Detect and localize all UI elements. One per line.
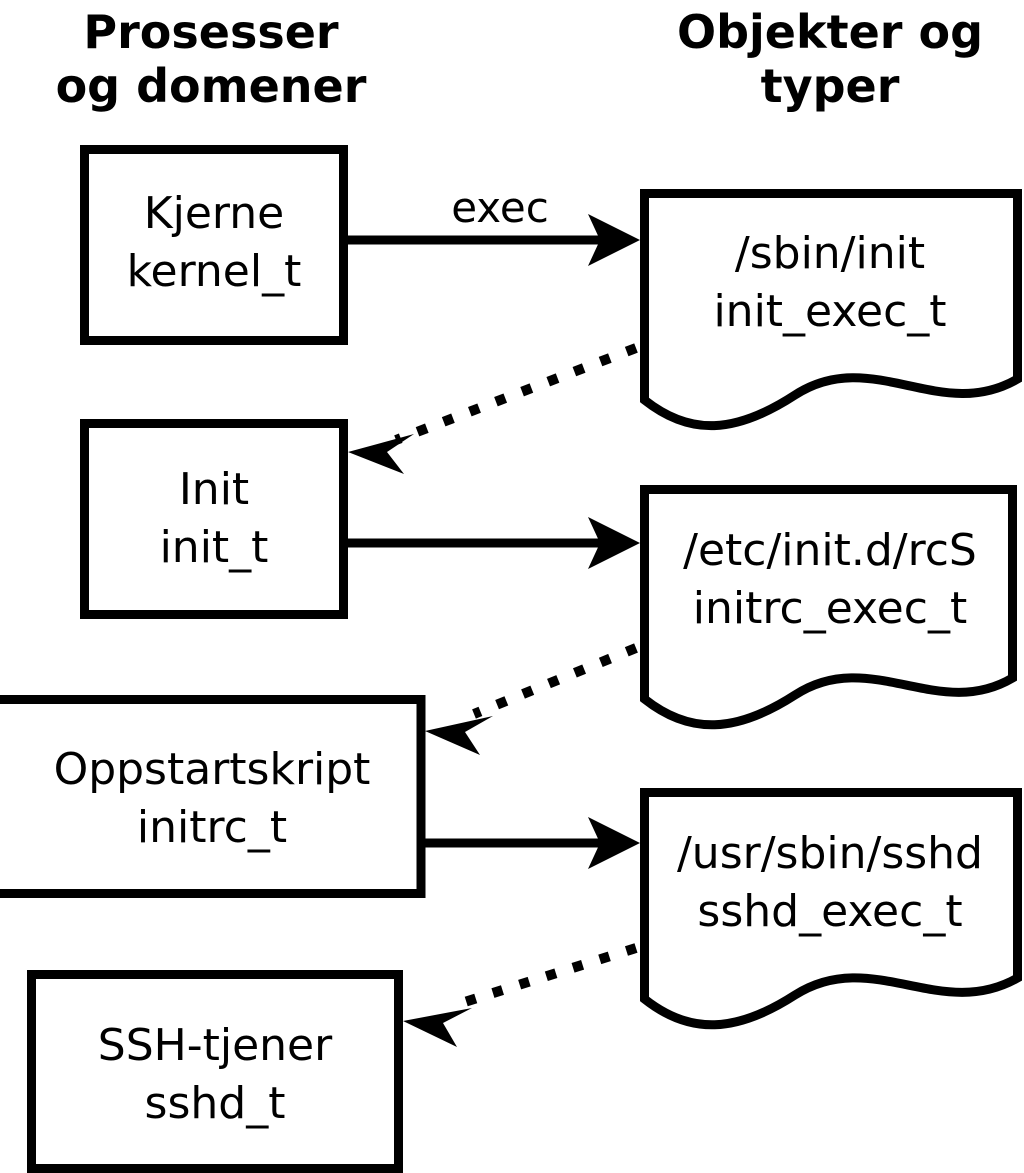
edge-initrc-exec-to-initrc-arrowhead: [425, 716, 493, 755]
edge-initrc-exec-to-initrc: [425, 643, 638, 755]
object-node-sshd-exec[interactable]: /usr/sbin/sshd sshd_exec_t: [640, 788, 1022, 1030]
object-node-initrc-exec-shape[interactable]: [640, 485, 1017, 730]
object-node-initrc-exec-line2: initrc_exec_t: [693, 583, 967, 634]
process-node-init-line2: init_t: [160, 522, 269, 573]
process-node-initrc-box[interactable]: [0, 695, 426, 898]
object-node-init-exec-line2: init_exec_t: [713, 286, 946, 337]
edge-init-to-initrc-exec: [348, 517, 640, 569]
column-header-objects-line2: typer: [761, 59, 900, 113]
edge-init-exec-to-init: [348, 343, 638, 474]
process-node-initrc-line1: Oppstartskript: [54, 744, 371, 795]
object-node-sshd-exec-line2: sshd_exec_t: [697, 886, 962, 937]
edge-init-exec-to-init-line: [394, 343, 638, 445]
process-node-sshd-line2: sshd_t: [145, 1078, 286, 1129]
process-node-init-box[interactable]: [80, 419, 348, 619]
process-node-init-line1: Init: [179, 464, 249, 515]
edge-initrc-to-sshd-exec: [425, 817, 640, 869]
process-node-init[interactable]: Init init_t: [80, 419, 348, 619]
object-node-init-exec-line1: /sbin/init: [735, 228, 925, 279]
edge-kernel-to-init-exec-arrowhead: [588, 214, 640, 266]
object-node-init-exec[interactable]: /sbin/init init_exec_t: [640, 189, 1022, 431]
column-header-processes: Prosesser og domener: [56, 5, 367, 113]
column-header-objects: Objekter og typer: [677, 5, 983, 113]
edge-init-exec-to-init-arrowhead: [348, 434, 414, 474]
process-node-sshd-box[interactable]: [27, 970, 403, 1173]
process-node-initrc-line2: initrc_t: [137, 802, 287, 853]
column-header-processes-line2: og domener: [56, 59, 367, 113]
column-header-processes-line1: Prosesser: [83, 5, 339, 59]
column-header-objects-line1: Objekter og: [677, 5, 983, 59]
object-node-init-exec-shape[interactable]: [640, 189, 1022, 431]
edge-kernel-to-init-exec: exec: [348, 183, 640, 266]
process-node-kernel-box[interactable]: [80, 145, 348, 345]
process-node-sshd-line1: SSH-tjener: [98, 1020, 333, 1071]
object-node-initrc-exec-line1: /etc/init.d/rcS: [683, 525, 977, 576]
edge-label-exec: exec: [451, 183, 549, 232]
process-node-kernel-line1: Kjerne: [144, 188, 284, 239]
process-node-kernel-line2: kernel_t: [127, 246, 302, 297]
process-node-sshd[interactable]: SSH-tjener sshd_t: [27, 970, 403, 1173]
object-node-sshd-exec-line1: /usr/sbin/sshd: [677, 828, 983, 879]
object-node-initrc-exec[interactable]: /etc/init.d/rcS initrc_exec_t: [640, 485, 1017, 730]
edge-init-to-initrc-exec-arrowhead: [588, 517, 640, 569]
edge-initrc-exec-to-initrc-line: [472, 643, 638, 719]
process-node-kernel[interactable]: Kjerne kernel_t: [80, 145, 348, 345]
edge-initrc-to-sshd-exec-arrowhead: [588, 817, 640, 869]
edge-sshd-exec-to-sshd-arrowhead: [403, 1008, 472, 1047]
process-node-initrc[interactable]: Oppstartskript initrc_t: [0, 695, 426, 898]
object-node-sshd-exec-shape[interactable]: [640, 788, 1022, 1030]
edge-sshd-exec-to-sshd: [403, 943, 638, 1047]
edge-sshd-exec-to-sshd-line: [453, 943, 638, 1010]
